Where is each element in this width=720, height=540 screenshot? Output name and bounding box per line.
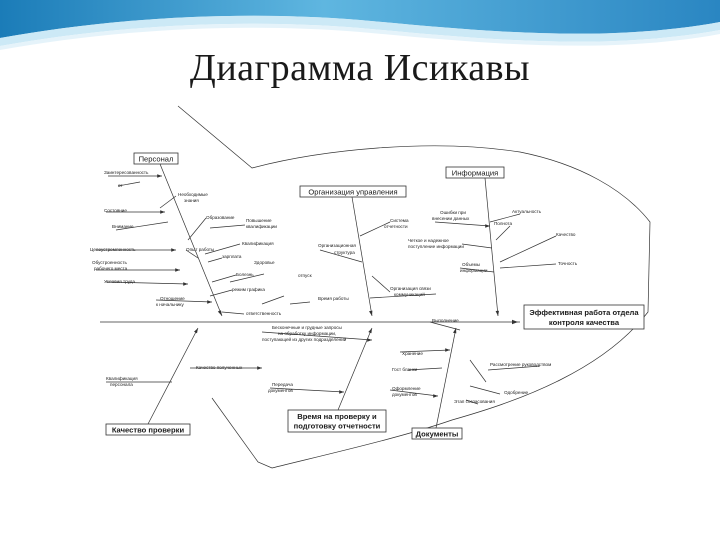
factor-communication-2: коммуникаций xyxy=(394,291,425,297)
category-box-inspection xyxy=(105,423,191,436)
factor-communication-1: Организация связи xyxy=(390,286,431,291)
factor-work-schedule: режим графика xyxy=(232,287,265,292)
factor-necessary-knowledge-1: Необходимые xyxy=(178,192,208,197)
factor-work-time: Время работы xyxy=(318,296,349,301)
category-box-org xyxy=(299,185,407,198)
bone-inspection xyxy=(147,327,199,425)
category-inspection-quality: Качество проверки xyxy=(112,426,185,435)
factor-responsibility: ответственность xyxy=(246,311,282,316)
factor-purposefulness: Целеустремленность xyxy=(90,247,136,252)
factor-attitude-1: Отношение xyxy=(160,296,185,301)
factor-storage: Хранение xyxy=(402,351,423,356)
factor-from: от xyxy=(118,183,123,188)
factor-salary: зарплата xyxy=(222,254,242,259)
factor-workplace-comfort-1: Обустроенность xyxy=(92,260,127,265)
factor-qualification-upgrade-2: квалификации xyxy=(246,224,277,229)
factor-attitude-2: к начальнику xyxy=(156,302,184,307)
category-check-time-1: Время на проверку и xyxy=(297,412,377,421)
category-org-management: Организация управления xyxy=(308,188,397,197)
factor-state-forms: Гост бланки xyxy=(392,367,418,372)
category-check-time-2: подготовку отчетности xyxy=(294,422,381,431)
category-box-information xyxy=(445,166,505,179)
bone-personnel xyxy=(159,163,223,317)
bone-time xyxy=(337,327,373,411)
factor-sent-data-3: поступающей из других подразделений xyxy=(262,336,347,342)
factor-reporting-system-2: отчетности xyxy=(384,224,408,229)
slide-title: Диаграмма Исикавы xyxy=(189,47,531,89)
factor-vacation: отпуск xyxy=(298,273,313,278)
factor-working-conditions: Условия труда xyxy=(104,279,135,284)
factor-info-volume-1: Объемы xyxy=(462,262,480,267)
factor-errors-entry-2: внесении данных xyxy=(432,216,470,221)
factor-completeness: Полнота xyxy=(494,221,512,226)
factor-quality: Качество xyxy=(556,232,576,237)
factor-timely-submission-2: поступление информации xyxy=(408,244,464,249)
factor-signature-stage: Этап согласования xyxy=(454,399,495,404)
effect-line-1: Эффективная работа отдела xyxy=(529,308,639,317)
category-information: Информация xyxy=(452,169,499,178)
factor-work-experience: Опыт работы xyxy=(186,247,214,252)
factor-qualified-staff-2: персонала xyxy=(110,382,133,387)
factor-doc-registration-1: Оформление xyxy=(392,386,421,391)
factor-doc-transfer-1: Передача xyxy=(272,382,293,387)
effect-line-2: контроля качества xyxy=(549,318,620,327)
category-box-docs xyxy=(411,427,463,440)
factor-illness: Болезнь xyxy=(236,272,254,277)
factor-timely-submission-1: Четкое и надежное xyxy=(408,238,449,243)
fish-outline xyxy=(177,105,651,469)
factor-workplace-comfort-2: рабочего места xyxy=(94,266,128,271)
bone-org xyxy=(351,196,373,317)
factor-qualification: Квалификация xyxy=(242,241,274,246)
factor-qualified-staff-1: Квалификация xyxy=(106,376,138,381)
factor-org-structure-1: Организационная xyxy=(318,243,356,248)
bone-docs xyxy=(435,327,457,429)
factor-approval: Одобрение xyxy=(504,390,529,395)
factor-attention: Внимание xyxy=(112,224,134,229)
factor-sent-data-1: Бесконечные и грудные запросы xyxy=(272,325,342,330)
factor-obtained-quality: Качество полученных xyxy=(196,365,243,370)
factor-condition: Состояние xyxy=(104,208,127,213)
category-box-personnel xyxy=(133,152,179,165)
factor-health: Здоровье xyxy=(254,260,275,265)
effect-box xyxy=(523,304,645,330)
bone-info xyxy=(484,177,499,317)
factor-doc-registration-2: документов xyxy=(392,392,417,397)
factor-education: Образование xyxy=(206,215,235,220)
factor-actuality: Актуальность xyxy=(512,209,542,214)
factor-errors-entry-1: Ошибки при xyxy=(440,210,466,215)
factor-reporting-system-1: Система xyxy=(390,218,409,223)
category-box-time xyxy=(287,409,387,433)
factor-qualification-upgrade-1: Повышение xyxy=(246,218,272,223)
factor-necessary-knowledge-2: знания xyxy=(184,198,199,203)
factor-manager-review: Рассмотрение руководством xyxy=(490,362,551,367)
factor-doc-transfer-2: документов xyxy=(268,388,293,393)
factor-accuracy: Точность xyxy=(558,261,578,266)
category-personnel: Персонал xyxy=(139,155,174,164)
factor-sent-data-2: на обработку информации, xyxy=(278,331,336,336)
factor-interest: Заинтересованность xyxy=(104,170,149,175)
factor-org-structure-2: структура xyxy=(334,250,355,255)
factor-info-volume-2: информации xyxy=(460,268,488,273)
factor-completion: Выполнение xyxy=(432,318,459,323)
category-documents: Документы xyxy=(416,430,459,439)
slide-banner xyxy=(0,0,720,50)
